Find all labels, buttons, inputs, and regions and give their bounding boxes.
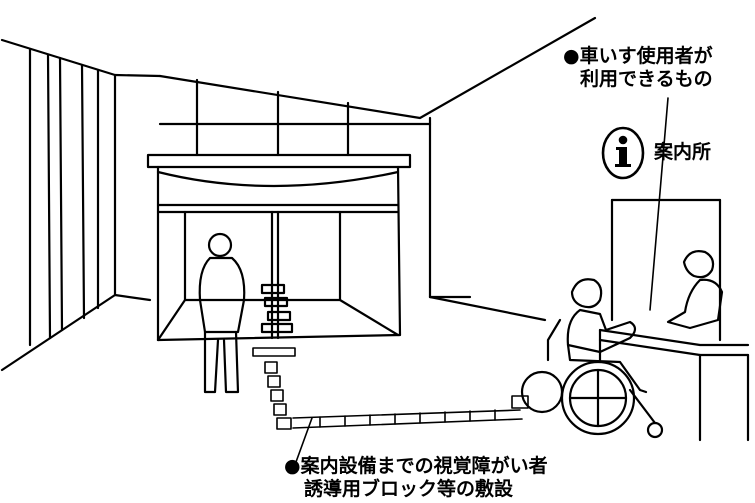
info-desk-label: 案内所 (654, 141, 712, 163)
tactile-label-line2: 誘導用ブロック等の敷設 (304, 478, 514, 500)
info-counter (598, 198, 750, 442)
staff-person (666, 250, 724, 330)
wheelchair-user (520, 278, 664, 439)
bullet-icon: ● (284, 455, 301, 477)
wheelchair-label-line1: 車いす使用者が (579, 45, 713, 67)
room-walls (0, 16, 597, 372)
leader-line-wheelchair (649, 97, 669, 311)
info-sign-icon (601, 126, 645, 180)
tactile-blocks (252, 347, 529, 430)
tactile-label-line1: 案内設備までの視覚障がい者 (300, 455, 548, 477)
standing-person (198, 232, 246, 394)
wheelchair-label-line2: 利用できるもの (580, 68, 713, 90)
leader-line-tactile (295, 417, 313, 463)
wheelchair-label: ●車いす使用者が 利用できるもの (560, 45, 713, 91)
entrance-door (146, 153, 412, 342)
bullet-icon: ● (563, 45, 580, 67)
tactile-label: ●案内設備までの視覚障がい者 誘導用ブロック等の敷設 (284, 455, 548, 501)
